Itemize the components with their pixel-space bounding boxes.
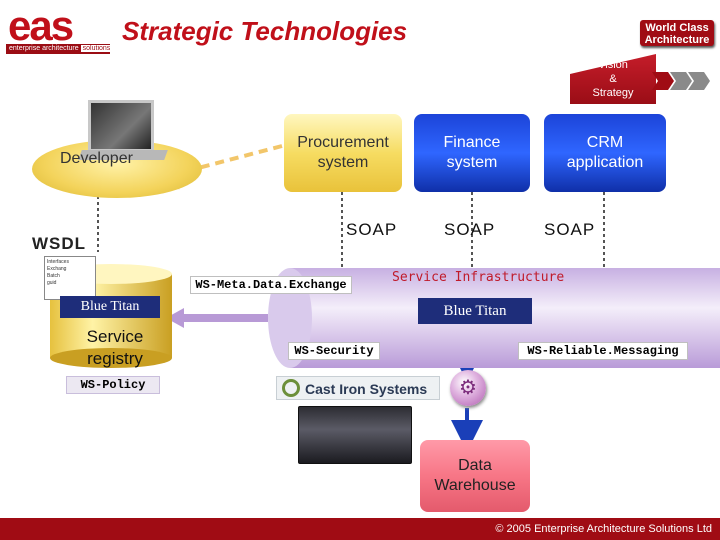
logo-tagline-text: enterprise architecture [9, 45, 79, 52]
wsdl-doc-line-3: Batch [47, 273, 60, 279]
wsdl-doc-line-1: Interfaces [47, 259, 69, 265]
blue-titan-infra-logo: Blue Titan [418, 298, 532, 324]
developer-label: Developer [60, 150, 133, 167]
soap-label-procurement: SOAP [346, 220, 398, 239]
crm-line-1: CRM [586, 134, 624, 151]
ws-metadata-exchange-tag: WS-Meta.Data.Exchange [190, 276, 352, 294]
footer-copyright: © 2005 Enterprise Architecture Solutions… [0, 518, 720, 540]
crm-line-2: application [566, 154, 644, 171]
laptop-icon [88, 100, 154, 152]
roadmap-chevrons-icon [652, 72, 710, 90]
blue-titan-registry-logo: Blue Titan [60, 296, 160, 318]
server-appliance-icon [298, 406, 412, 464]
service-registry-label: Service registry [70, 326, 160, 370]
service-infrastructure-title: Service Infrastructure [392, 270, 565, 285]
warehouse-line-1: Data [458, 457, 492, 474]
soap-label-finance: SOAP [444, 220, 496, 239]
soap-label-crm: SOAP [544, 220, 596, 239]
cast-iron-ring-icon [282, 379, 300, 397]
procurement-line-2: system [317, 154, 369, 171]
ws-security-tag: WS-Security [288, 342, 380, 360]
registry-label-line-2: registry [87, 349, 143, 368]
ws-policy-tag: WS-Policy [66, 376, 160, 394]
badge-line-1: World Class [645, 22, 709, 34]
logo-tagline-box: solutions [80, 45, 110, 52]
registry-label-line-1: Service [86, 327, 144, 346]
finance-line-1: Finance [443, 134, 501, 151]
world-class-architecture-badge: World Class Architecture [640, 20, 714, 46]
finance-line-2: system [446, 154, 498, 171]
procurement-system-box: Procurement system [284, 114, 402, 192]
ws-reliable-messaging-tag: WS-Reliable.Messaging [518, 342, 688, 360]
wsdl-document-icon: Interfaces Exchang Batch guid [44, 256, 96, 300]
crm-application-box: CRM application [544, 114, 666, 192]
warehouse-line-2: Warehouse [434, 477, 516, 494]
vision-line-3: Strategy [592, 87, 634, 99]
vision-line-2: & [609, 73, 617, 85]
gear-icon: ⚙ [450, 370, 486, 406]
finance-system-box: Finance system [414, 114, 530, 192]
page-title: Strategic Technologies [122, 16, 408, 46]
eas-logo: eas [8, 2, 74, 49]
wsdl-doc-line-2: Exchang [47, 266, 67, 272]
cast-iron-logo: Cast Iron Systems [276, 376, 440, 400]
wsdl-doc-line-4: guid [47, 280, 57, 286]
badge-line-2: Architecture [644, 34, 710, 46]
procurement-line-1: Procurement [297, 134, 389, 151]
wsdl-label: WSDL [32, 234, 87, 253]
